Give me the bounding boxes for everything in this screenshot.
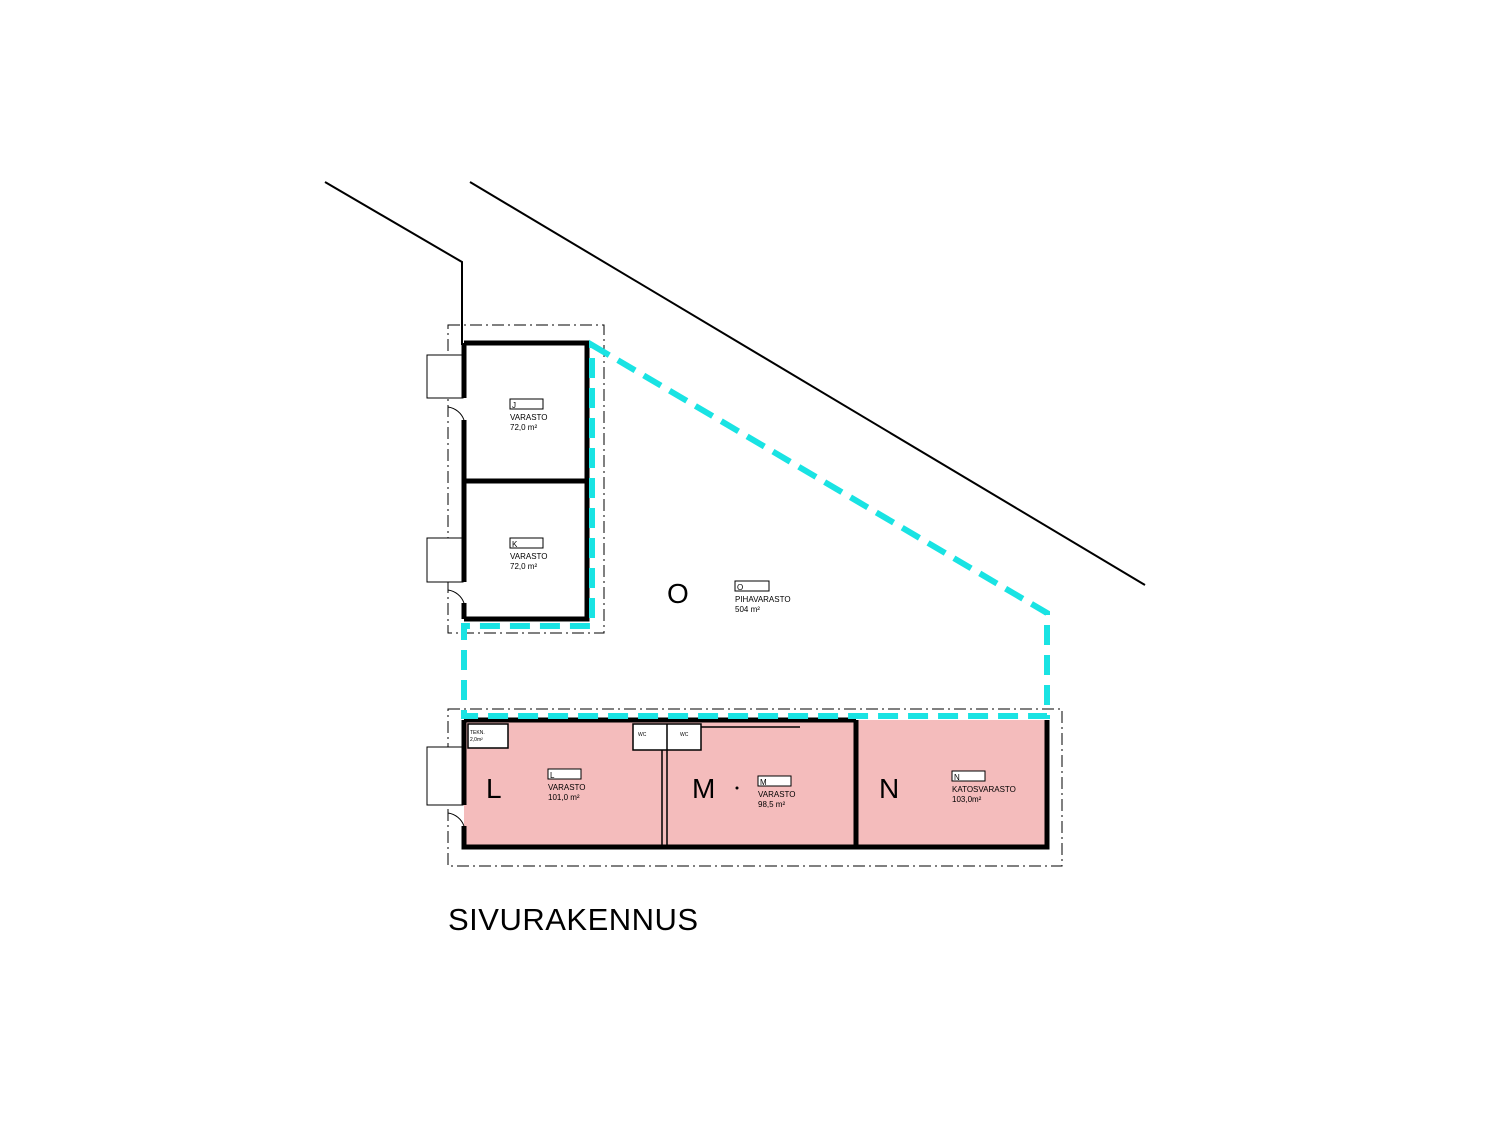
- step-k: [426, 537, 464, 583]
- door-k: [447, 589, 465, 604]
- outdoor-storage-boundary: [461, 339, 1050, 719]
- dot-marker: [735, 786, 739, 790]
- tech-room-name: TEKN.: [470, 730, 485, 736]
- property-line-west: [324, 181, 463, 345]
- step-l: [426, 746, 464, 806]
- wc-label-1: WC: [638, 732, 647, 738]
- room-tag-j-box: [509, 398, 544, 410]
- room-code-k: K: [512, 540, 518, 549]
- property-lines: [324, 181, 1146, 586]
- area-letter-o: O: [667, 578, 689, 609]
- area-letter-m: M: [692, 773, 715, 804]
- room-code-o: O: [737, 583, 743, 592]
- step-j: [426, 354, 464, 399]
- room-name-j: VARASTO: [510, 413, 548, 422]
- walls: [461, 340, 1050, 850]
- room-area-j: 72,0 m²: [510, 423, 537, 432]
- room-area-o: 504 m²: [735, 605, 760, 614]
- doors: [447, 406, 465, 827]
- wall-south-building-b: [461, 720, 1050, 850]
- room-tag-k-box: [509, 537, 544, 549]
- room-name-n: KATOSVARASTO: [952, 785, 1016, 794]
- room-area-n: 103,0m²: [952, 795, 982, 804]
- building-title: SIVURAKENNUS: [448, 902, 699, 937]
- room-code-n: N: [954, 773, 960, 782]
- door-l: [447, 812, 465, 827]
- room-n-fill: [856, 720, 1047, 847]
- room-name-k: VARASTO: [510, 552, 548, 561]
- room-area-k: 72,0 m²: [510, 562, 537, 571]
- thin-walls: [467, 723, 800, 847]
- door-j: [447, 406, 465, 421]
- wc-label-2: WC: [680, 732, 689, 738]
- room-code-j: J: [512, 401, 516, 410]
- small-tech-room: [467, 723, 509, 749]
- area-letter-n: N: [879, 773, 899, 804]
- room-tag-m-box: [757, 775, 792, 787]
- room-tag-l-box: [547, 768, 582, 780]
- property-line-diagonal: [469, 181, 1146, 586]
- room-tags: [509, 398, 986, 787]
- room-name-o: PIHAVARASTO: [735, 595, 791, 604]
- room-area-l: 101,0 m²: [548, 793, 580, 802]
- room-tag-n-box: [951, 770, 986, 782]
- entrance-steps: [426, 354, 464, 806]
- tech-room-area: 2,0m²: [470, 737, 483, 743]
- room-name-l: VARASTO: [548, 783, 586, 792]
- room-tag-o-box: [734, 580, 770, 592]
- area-letter-l: L: [486, 773, 502, 804]
- room-code-l: L: [550, 771, 555, 780]
- room-area-m: 98,5 m²: [758, 800, 785, 809]
- roof-outline-north: [447, 324, 605, 634]
- room-name-m: VARASTO: [758, 790, 796, 799]
- room-code-m: M: [760, 778, 767, 787]
